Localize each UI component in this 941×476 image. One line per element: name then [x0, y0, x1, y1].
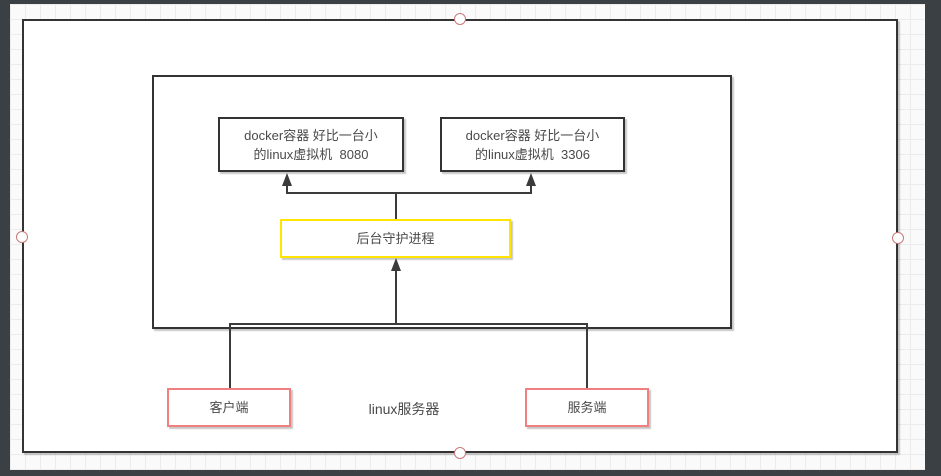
arrowhead-to-docker-right: [526, 173, 536, 186]
server-label: 服务端: [567, 400, 607, 415]
diagram-canvas[interactable]: docker容器 好比一台小 的linux虚拟机 8080 docker容器 好…: [10, 4, 925, 470]
client-label: 客户端: [209, 400, 249, 415]
connector-daemon-stub[interactable]: [395, 194, 397, 219]
server-box[interactable]: 服务端: [525, 388, 649, 427]
docker-container-8080-label: docker容器 好比一台小 的linux虚拟机 8080: [244, 127, 378, 162]
resize-handle-top-icon[interactable]: [454, 13, 466, 25]
resize-handle-bottom-icon[interactable]: [454, 447, 466, 459]
connector-daemon-to-containers-horizontal[interactable]: [287, 192, 532, 194]
host-label: linux服务器: [368, 401, 440, 417]
docker-container-box-8080[interactable]: docker容器 好比一台小 的linux虚拟机 8080: [218, 117, 404, 172]
docker-container-3306-label: docker容器 好比一台小 的linux虚拟机 3306: [465, 127, 600, 162]
resize-handle-right-icon[interactable]: [892, 232, 904, 244]
resize-handle-left-icon[interactable]: [16, 231, 28, 243]
client-box[interactable]: 客户端: [167, 388, 291, 427]
connector-drop-to-client[interactable]: [229, 323, 231, 388]
daemon-label: 后台守护进程: [356, 231, 435, 246]
connector-right-riser[interactable]: [530, 185, 532, 194]
connector-left-riser[interactable]: [286, 185, 288, 194]
docker-container-box-3306[interactable]: docker容器 好比一台小 的linux虚拟机 3306: [440, 117, 625, 172]
connector-drop-to-server[interactable]: [586, 323, 588, 388]
connector-bus-horizontal[interactable]: [229, 323, 588, 325]
arrowhead-to-daemon: [391, 258, 401, 271]
connector-bus-to-daemon[interactable]: [395, 270, 397, 323]
docker-engine-rectangle[interactable]: [152, 75, 732, 329]
arrowhead-to-docker-left: [282, 173, 292, 186]
daemon-box[interactable]: 后台守护进程: [280, 219, 511, 258]
